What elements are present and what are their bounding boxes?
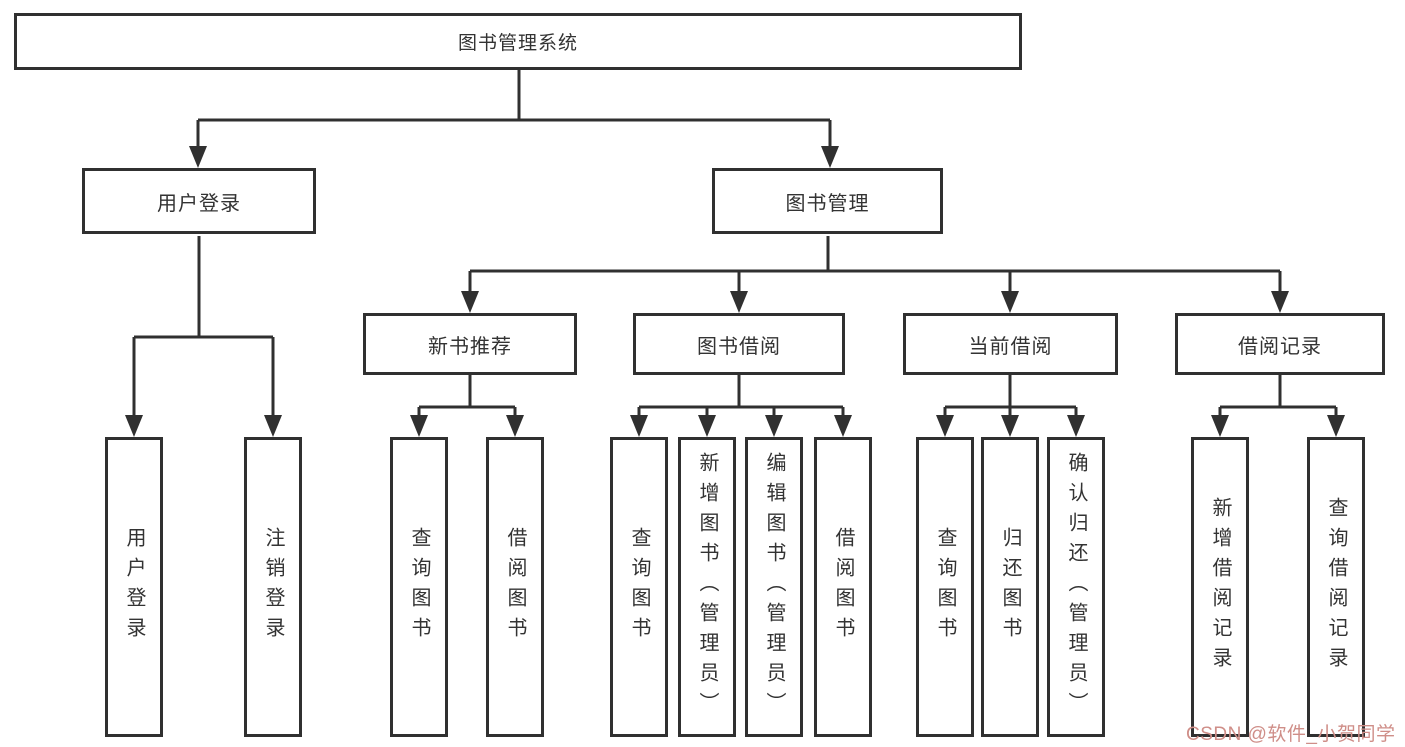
leaf-logout: 注销登录 bbox=[244, 437, 302, 737]
connector-root-to-level1 bbox=[189, 69, 839, 168]
leaf-user-login: 用户登录 bbox=[105, 437, 163, 737]
leaf-query-book-3: 查询图书 bbox=[916, 437, 974, 737]
node-new-book-recommend: 新书推荐 bbox=[363, 313, 577, 375]
leaf-query-book-2: 查询图书 bbox=[610, 437, 668, 737]
node-label: 借阅图书 bbox=[832, 527, 854, 647]
csdn-watermark: CSDN @软件_小贺同学 bbox=[1186, 724, 1396, 745]
leaf-borrow-book-2: 借阅图书 bbox=[814, 437, 872, 737]
node-label: 查询图书 bbox=[408, 527, 430, 647]
leaf-add-borrow-record: 新增借阅记录 bbox=[1191, 437, 1249, 737]
node-label: 查询借阅记录 bbox=[1325, 497, 1347, 677]
node-label: 借阅记录 bbox=[1238, 335, 1322, 358]
node-label: 新增图书（管理员） bbox=[696, 452, 718, 722]
leaf-return-book: 归还图书 bbox=[981, 437, 1039, 737]
leaf-query-borrow-record: 查询借阅记录 bbox=[1307, 437, 1365, 737]
node-label: 当前借阅 bbox=[968, 335, 1053, 358]
node-label: 查询图书 bbox=[628, 527, 650, 647]
node-root-system: 图书管理系统 bbox=[14, 13, 1022, 70]
connector-user-login-to-leaves bbox=[125, 236, 282, 437]
leaf-confirm-return-admin: 确认归还（管理员） bbox=[1047, 437, 1105, 737]
node-book-management: 图书管理 bbox=[712, 168, 943, 234]
leaf-query-book-1: 查询图书 bbox=[390, 437, 448, 737]
node-label: 编辑图书（管理员） bbox=[763, 452, 785, 722]
node-label: 图书借阅 bbox=[697, 335, 781, 358]
node-borrow-record: 借阅记录 bbox=[1175, 313, 1385, 375]
node-user-login: 用户登录 bbox=[82, 168, 316, 234]
node-label: 借阅图书 bbox=[504, 527, 526, 647]
node-label: 用户登录 bbox=[157, 192, 241, 215]
node-label: 图书管理系统 bbox=[457, 33, 578, 54]
node-current-borrow: 当前借阅 bbox=[903, 313, 1118, 375]
node-label: 归还图书 bbox=[999, 527, 1021, 647]
node-label: 注销登录 bbox=[262, 527, 284, 647]
leaf-add-book-admin: 新增图书（管理员） bbox=[678, 437, 736, 737]
leaf-borrow-book-1: 借阅图书 bbox=[486, 437, 544, 737]
node-label: 查询图书 bbox=[934, 527, 956, 647]
connector-book-borrow-to-leaves bbox=[630, 375, 852, 437]
node-book-borrow: 图书借阅 bbox=[633, 313, 845, 375]
node-label: 新增借阅记录 bbox=[1209, 497, 1231, 677]
leaf-edit-book-admin: 编辑图书（管理员） bbox=[745, 437, 803, 737]
node-label: 新书推荐 bbox=[428, 335, 512, 358]
node-label: 图书管理 bbox=[785, 192, 870, 215]
connector-book-mgmt-to-level2 bbox=[461, 236, 1289, 313]
node-label: 用户登录 bbox=[123, 527, 145, 647]
connector-borrow-record-to-leaves bbox=[1211, 375, 1345, 437]
connector-current-borrow-to-leaves bbox=[936, 375, 1085, 437]
node-label: 确认归还（管理员） bbox=[1065, 452, 1087, 722]
connector-new-book-to-leaves bbox=[410, 375, 524, 437]
